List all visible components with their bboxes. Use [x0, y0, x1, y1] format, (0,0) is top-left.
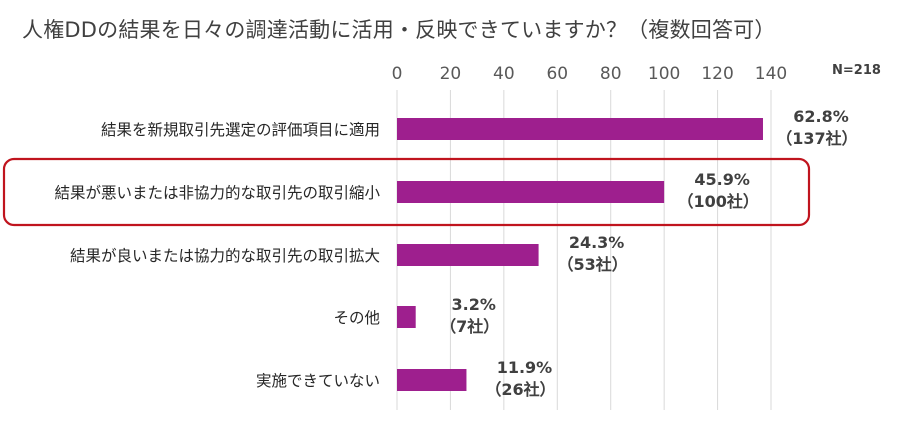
percent-label: 11.9% [497, 358, 553, 377]
category-label: その他 [333, 309, 380, 327]
x-tick-label: 20 [440, 64, 462, 84]
count-label: （137社） [776, 129, 857, 148]
percent-label: 62.8% [793, 107, 849, 126]
percent-label: 3.2% [452, 295, 496, 314]
percent-label: 24.3% [569, 233, 625, 252]
x-tick-label: 120 [701, 64, 733, 84]
x-axis-ticks: 0 20 40 60 80 100 120 140 [392, 64, 788, 84]
bar [397, 244, 539, 266]
bars [397, 118, 763, 391]
data-labels: 62.8% （137社） 45.9% （100社） 24.3% （53社） 3.2% （7社）… [440, 107, 858, 399]
x-tick-label: 0 [392, 64, 403, 84]
category-label: 結果が悪いまたは非協力的な取引先の取引縮小 [54, 184, 380, 202]
count-label: （7社） [440, 317, 499, 336]
bar [397, 369, 467, 391]
x-tick-label: 100 [648, 64, 680, 84]
x-tick-label: 140 [755, 64, 787, 84]
x-tick-label: 80 [600, 64, 622, 84]
count-label: （100社） [677, 192, 758, 211]
category-label: 結果を新規取引先選定の評価項目に適用 [101, 121, 380, 139]
x-tick-label: 60 [546, 64, 568, 84]
bar [397, 118, 763, 140]
sample-size-label: N=218 [832, 63, 881, 78]
highlight-box [2, 157, 811, 227]
percent-label: 45.9% [694, 170, 750, 189]
count-label: （26社） [485, 380, 555, 399]
bar [397, 181, 665, 203]
bar [397, 306, 416, 328]
count-label: （53社） [557, 255, 627, 274]
category-label: 結果が良いまたは協力的な取引先の取引拡大 [70, 247, 380, 265]
category-labels: 結果を新規取引先選定の評価項目に適用結果が悪いまたは非協力的な取引先の取引縮小結… [54, 121, 380, 390]
highlight-box-group [2, 157, 811, 227]
category-label: 実施できていない [256, 372, 380, 390]
x-tick-label: 40 [493, 64, 515, 84]
chart-title: 人権DDの結果を日々の調達活動に活用・反映できていますか？（複数回答可） [22, 18, 776, 42]
